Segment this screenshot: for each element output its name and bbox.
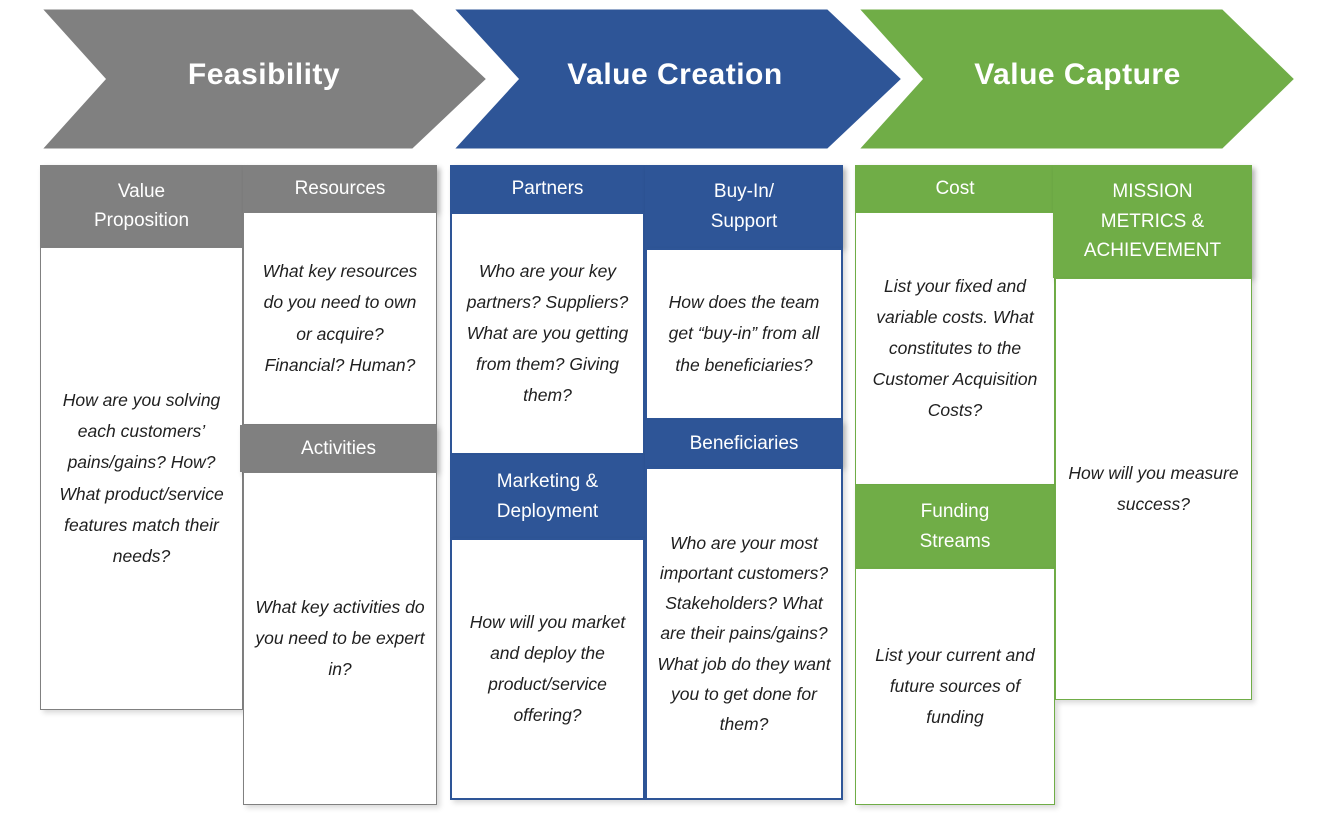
value-capture-banner-title: Value Capture	[974, 58, 1181, 91]
value-creation-arrow	[448, 6, 906, 152]
feasibility-banner-title: Feasibility	[187, 58, 341, 91]
banner-arrows-graphic	[36, 6, 1299, 152]
activities-body: What key activities do you need to be ex…	[243, 472, 437, 805]
cost-body: List your fixed and variable costs. What…	[855, 212, 1055, 485]
resources-header: Resources	[243, 165, 437, 212]
beneficiaries-header: Beneficiaries	[645, 420, 843, 467]
marketing-deployment-header: Marketing & Deployment	[450, 455, 645, 538]
activities-header: Activities	[240, 425, 437, 472]
beneficiaries-body: Who are your most important customers? S…	[645, 467, 843, 800]
value-creation-banner-title: Value Creation	[567, 58, 783, 91]
cost-header: Cost	[855, 165, 1055, 212]
funding-streams-body: List your current and future sources of …	[855, 568, 1055, 805]
funding-streams-header: Funding Streams	[855, 485, 1055, 568]
value-capture-arrow	[853, 6, 1299, 152]
mission-metrics-body: How will you measure success?	[1055, 278, 1252, 700]
marketing-deployment-body: How will you market and deploy the produ…	[450, 538, 645, 800]
buy-in-support-header: Buy-In/ Support	[645, 165, 843, 248]
value-proposition-header: Value Proposition	[40, 165, 243, 247]
value-proposition-body: How are you solving each customers’ pain…	[40, 247, 243, 710]
partners-body: Who are your key partners? Suppliers? Wh…	[450, 212, 645, 455]
resources-body: What key resources do you need to own or…	[243, 212, 437, 425]
buy-in-support-body: How does the team get “buy-in” from all …	[645, 248, 843, 420]
mission-metrics-header: MISSION METRICS & ACHIEVEMENT	[1053, 165, 1252, 278]
partners-header: Partners	[450, 165, 645, 212]
feasibility-arrow	[36, 6, 491, 152]
